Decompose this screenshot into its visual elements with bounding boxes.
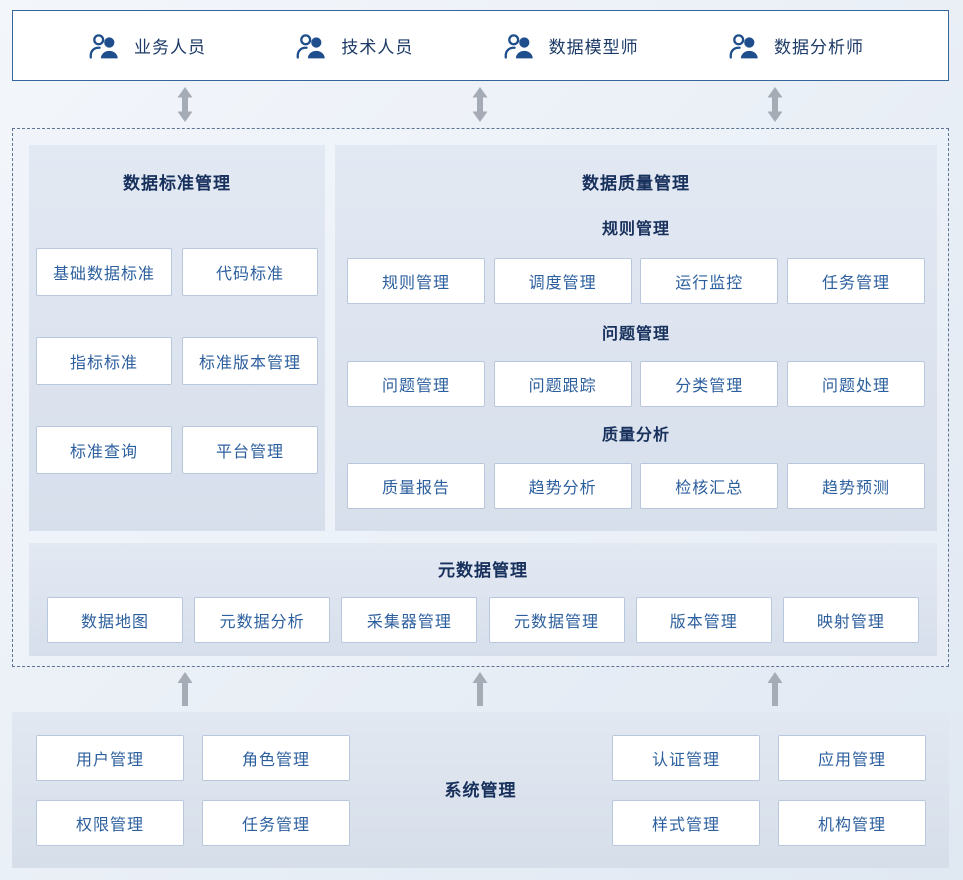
role-item-technical: 技术人员 [296,32,413,60]
module-button[interactable]: 规则管理 [347,258,485,304]
quality-button-row: 问题管理 问题跟踪 分类管理 问题处理 [335,361,937,407]
role-label: 业务人员 [134,38,206,57]
module-button[interactable]: 样式管理 [612,800,760,846]
module-button[interactable]: 标准版本管理 [182,337,318,385]
module-button[interactable]: 标准查询 [36,426,172,474]
module-button[interactable]: 角色管理 [202,735,350,781]
panel-title: 数据质量管理 [582,174,690,193]
role-item-business: 业务人员 [89,32,206,60]
module-button[interactable]: 元数据管理 [488,597,625,643]
role-label: 数据分析师 [773,38,864,57]
module-button[interactable]: 任务管理 [202,800,350,846]
module-button[interactable]: 权限管理 [36,800,184,846]
module-button[interactable]: 指标标准 [36,337,172,385]
users-icon [89,32,119,60]
metadata-button-row: 数据地图 元数据分析 采集器管理 元数据管理 版本管理 映射管理 [29,597,937,643]
system-left-grid: 用户管理 角色管理 权限管理 任务管理 [36,735,350,846]
module-button[interactable]: 调度管理 [493,258,632,304]
module-button[interactable]: 基础数据标准 [36,248,172,296]
quality-button-row: 规则管理 调度管理 运行监控 任务管理 [335,258,937,304]
role-label: 技术人员 [341,38,414,57]
module-button[interactable]: 运行监控 [640,258,779,304]
module-button[interactable]: 版本管理 [635,597,772,643]
module-button[interactable]: 分类管理 [640,361,779,407]
standard-button-grid: 基础数据标准 代码标准 指标标准 标准版本管理 标准查询 平台管理 [36,248,318,474]
panel-title: 数据标准管理 [123,174,231,193]
panel-data-standard: 数据标准管理 基础数据标准 代码标准 指标标准 标准版本管理 标准查询 平台管理 [29,145,325,531]
roles-bar: 业务人员 技术人员 数据模型师 [12,10,949,81]
role-item-modeler: 数据模型师 [504,32,639,60]
role-label: 数据模型师 [548,38,639,57]
data-management-region: 数据标准管理 基础数据标准 代码标准 指标标准 标准版本管理 标准查询 平台管理… [12,128,949,667]
module-button[interactable]: 趋势预测 [786,463,925,509]
double-arrow-icon [472,87,488,122]
panel-data-quality: 数据质量管理 规则管理 规则管理 调度管理 运行监控 任务管理 问题管理 问题管… [335,145,937,531]
users-icon [504,32,534,60]
role-item-analyst: 数据分析师 [729,32,864,60]
module-button[interactable]: 检核汇总 [640,463,779,509]
group-title: 问题管理 [601,326,670,343]
double-arrow-icon [177,87,193,122]
users-icon [296,32,326,60]
group-title: 规则管理 [601,221,670,238]
module-button[interactable]: 任务管理 [786,258,925,304]
up-arrow-icon [767,672,783,706]
quality-button-row: 质量报告 趋势分析 检核汇总 趋势预测 [335,463,937,509]
system-right-grid: 认证管理 应用管理 样式管理 机构管理 [612,735,926,846]
panel-title: 元数据管理 [438,561,528,580]
up-arrow-icon [472,672,488,706]
module-button[interactable]: 问题处理 [786,361,925,407]
module-button[interactable]: 问题管理 [347,361,485,407]
module-button[interactable]: 应用管理 [778,735,926,781]
group-title: 质量分析 [601,427,670,444]
panel-metadata: 元数据管理 数据地图 元数据分析 采集器管理 元数据管理 版本管理 映射管理 [29,543,937,656]
module-button[interactable]: 认证管理 [612,735,760,781]
panel-title: 系统管理 [444,781,517,800]
module-button[interactable]: 映射管理 [782,597,919,643]
module-button[interactable]: 数据地图 [47,597,183,643]
module-button[interactable]: 问题跟踪 [493,361,632,407]
module-button[interactable]: 趋势分析 [493,463,632,509]
panel-system: 用户管理 角色管理 权限管理 任务管理 系统管理 认证管理 应用管理 样式管理 … [12,712,949,868]
module-button[interactable]: 平台管理 [182,426,318,474]
module-button[interactable]: 质量报告 [347,463,485,509]
up-arrow-icon [177,672,193,706]
module-button[interactable]: 元数据分析 [194,597,331,643]
double-arrow-icon [767,87,783,122]
module-button[interactable]: 机构管理 [778,800,926,846]
module-button[interactable]: 用户管理 [36,735,184,781]
users-icon [729,32,759,60]
module-button[interactable]: 代码标准 [182,248,318,296]
module-button[interactable]: 采集器管理 [341,597,478,643]
